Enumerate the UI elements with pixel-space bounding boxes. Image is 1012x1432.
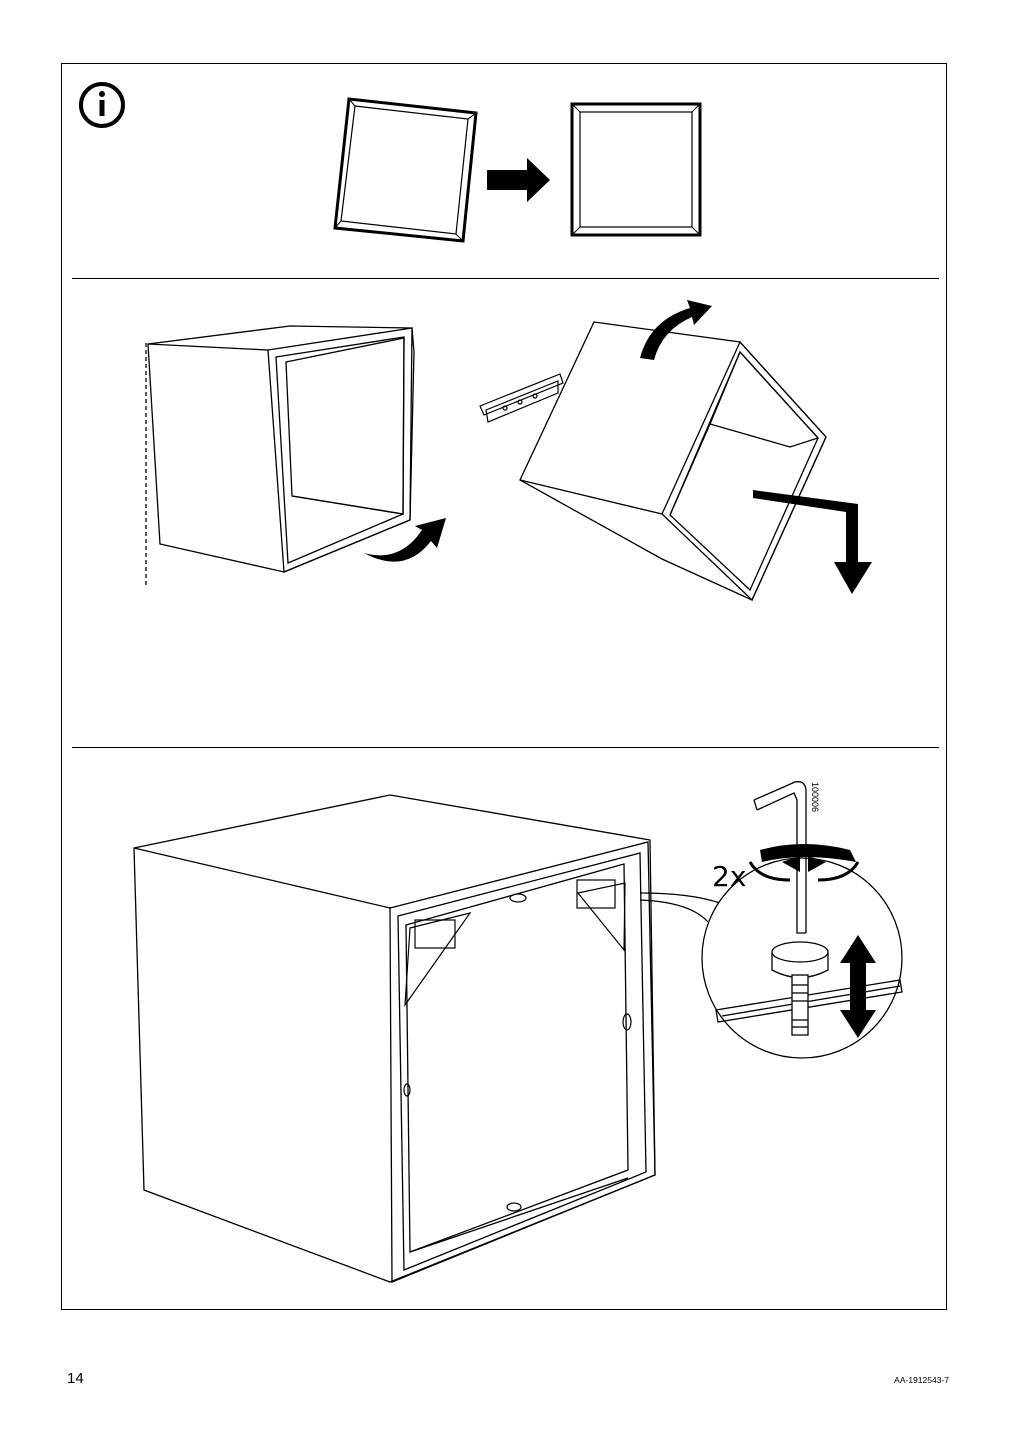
down-arrow-icon [753,490,872,594]
up-down-arrow-icon [840,935,876,1038]
tool-code-label: 100006 [810,782,820,813]
section-divider [72,747,939,748]
section-divider [72,278,939,279]
right-arrow-icon [487,158,550,202]
tilted-cabinet [519,321,827,602]
cabinet-back-view [133,794,656,1283]
straight-panel [570,102,702,237]
info-icon [79,82,125,128]
tilted-panel [333,97,478,243]
adjustment-screw [771,941,829,1036]
instruction-frame [61,63,947,1310]
page-number: 14 [67,1370,84,1387]
rotate-arrow-icon [364,518,446,562]
cabinet-on-wall [145,325,415,586]
wall-rail [479,373,564,423]
wall-bracket [403,879,632,1212]
quantity-label: 2x [712,860,747,893]
curved-arrow-icon [640,300,712,360]
allen-key-icon [753,781,807,934]
document-code: AA-1912543-7 [894,1375,949,1385]
rotate-icon [748,844,860,882]
